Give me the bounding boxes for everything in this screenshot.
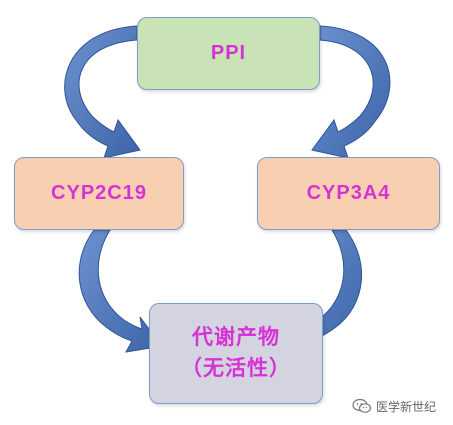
node-metabolite: 代谢产物 （无活性） <box>149 303 323 404</box>
node-cyp2c19: CYP2C19 <box>14 157 184 230</box>
watermark: 医学新世纪 <box>352 394 436 418</box>
watermark-text: 医学新世纪 <box>376 399 437 414</box>
node-ppi: PPI <box>137 17 320 90</box>
node-cyp3a4-label: CYP3A4 <box>306 182 391 204</box>
wechat-icon <box>352 398 372 413</box>
node-cyp2c19-label: CYP2C19 <box>51 182 147 204</box>
node-ppi-label: PPI <box>210 42 247 64</box>
arrow-ppi-to-cyp2c19 <box>64 25 141 159</box>
node-metabolite-line2: （无活性） <box>181 356 291 380</box>
node-cyp3a4: CYP3A4 <box>257 157 440 230</box>
arrow-ppi-to-cyp3a4 <box>311 25 391 159</box>
arrow-cyp2c19-to-metabolite <box>78 229 163 353</box>
node-metabolite-line1: 代谢产物 <box>192 326 280 350</box>
